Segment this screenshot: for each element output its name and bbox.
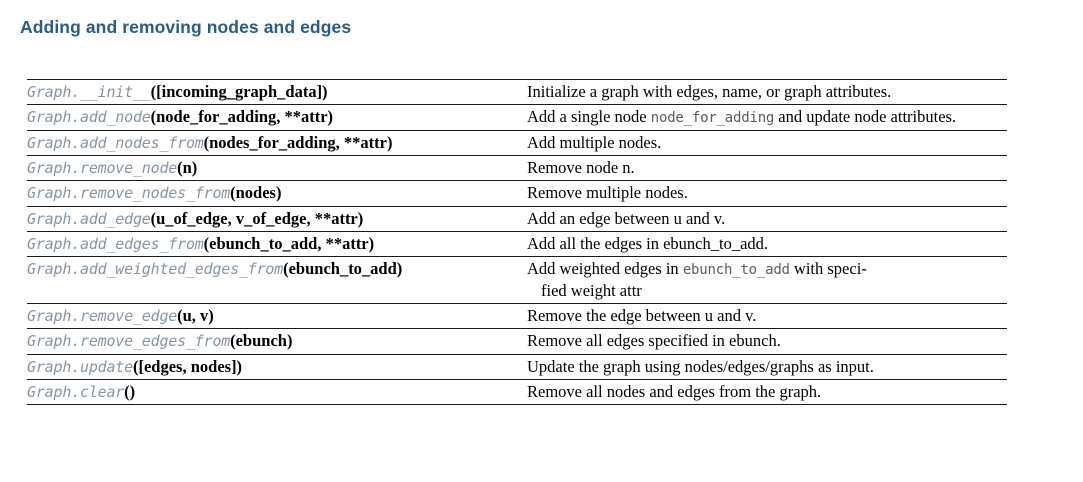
method-signature-cell[interactable]: Graph.add_weighted_edges_from(ebunch_to_… bbox=[27, 256, 527, 304]
method-description-cell: Add multiple nodes. bbox=[527, 129, 1007, 156]
table-row: Graph.add_node(node_for_adding, **attr)A… bbox=[27, 104, 1007, 131]
description-text-line2: fied weight attr bbox=[541, 280, 642, 300]
description-text: Remove multiple nodes. bbox=[527, 183, 688, 203]
description-text: Add all the edges in ebunch_to_add. bbox=[527, 234, 769, 254]
table-row: Graph.add_edge(u_of_edge, v_of_edge, **a… bbox=[27, 205, 1007, 232]
api-method-table: Graph.__init__([incoming_graph_data])Ini… bbox=[27, 78, 1007, 406]
method-signature-cell[interactable]: Graph.__init__([incoming_graph_data]) bbox=[27, 78, 527, 105]
method-signature-cell[interactable]: Graph.remove_node(n) bbox=[27, 155, 527, 181]
method-name[interactable]: Graph.remove_node bbox=[27, 159, 178, 178]
description-text: Remove the edge between u and v. bbox=[527, 305, 757, 325]
table-row: Graph.remove_edges_from(ebunch)Remove al… bbox=[27, 328, 1007, 355]
table-row: Graph.__init__([incoming_graph_data])Ini… bbox=[27, 78, 1007, 105]
method-name[interactable]: Graph.clear bbox=[27, 383, 125, 401]
table-row: Graph.remove_nodes_from(nodes)Remove mul… bbox=[27, 180, 1007, 207]
method-name[interactable]: Graph.update bbox=[27, 357, 133, 376]
method-signature-cell[interactable]: Graph.remove_nodes_from(nodes) bbox=[27, 180, 527, 207]
description-text: Add an edge between u and v. bbox=[527, 208, 726, 228]
method-arguments: (n) bbox=[177, 158, 198, 178]
method-arguments: ([incoming_graph_data]) bbox=[150, 82, 328, 101]
method-arguments: (u, v) bbox=[177, 305, 214, 325]
description-text: Remove all nodes and edges from the grap… bbox=[527, 382, 822, 401]
method-signature-cell[interactable]: Graph.add_node(node_for_adding, **attr) bbox=[27, 104, 527, 131]
api-method-table-body: Graph.__init__([incoming_graph_data])Ini… bbox=[27, 78, 1007, 406]
method-description-cell: Add a single node node_for_adding and up… bbox=[527, 104, 1007, 131]
method-arguments: (u_of_edge, v_of_edge, **attr) bbox=[150, 208, 364, 228]
description-text: Add multiple nodes. bbox=[527, 132, 662, 152]
method-name[interactable]: Graph.add_edge bbox=[27, 209, 151, 228]
description-text: Add weighted edges in bbox=[527, 259, 683, 279]
table-row: Graph.add_weighted_edges_from(ebunch_to_… bbox=[27, 256, 1007, 304]
method-arguments: (nodes) bbox=[230, 183, 282, 203]
description-text: Initialize a graph with edges, name, or … bbox=[527, 82, 892, 101]
method-arguments: (ebunch_to_add) bbox=[283, 259, 403, 279]
method-signature-cell[interactable]: Graph.remove_edges_from(ebunch) bbox=[27, 328, 527, 355]
method-signature-cell[interactable]: Graph.remove_edge(u, v) bbox=[27, 302, 527, 329]
table-row: Graph.update([edges, nodes])Update the g… bbox=[27, 353, 1007, 380]
method-name[interactable]: Graph.remove_edges_from bbox=[27, 332, 231, 351]
method-description-cell: Remove the edge between u and v. bbox=[527, 302, 1007, 329]
method-arguments: (node_for_adding, **attr) bbox=[150, 107, 334, 127]
method-name[interactable]: Graph.remove_nodes_from bbox=[27, 184, 231, 203]
description-text: Update the graph using nodes/edges/graph… bbox=[527, 356, 874, 376]
method-description-cell: Add weighted edges in ebunch_to_add with… bbox=[527, 256, 1007, 304]
method-description-cell: Initialize a graph with edges, name, or … bbox=[527, 78, 1007, 105]
method-arguments: () bbox=[124, 382, 136, 401]
method-name[interactable]: Graph.remove_edge bbox=[27, 306, 178, 325]
method-description-cell: Add all the edges in ebunch_to_add. bbox=[527, 231, 1007, 257]
method-description-cell: Remove node n. bbox=[527, 155, 1007, 181]
method-description-cell: Update the graph using nodes/edges/graph… bbox=[527, 353, 1007, 380]
inline-code: node_for_adding bbox=[650, 110, 775, 127]
inline-code: ebunch_to_add bbox=[682, 262, 790, 279]
description-text: Remove all edges specified in ebunch. bbox=[527, 331, 781, 351]
description-text-tail: and update node attributes. bbox=[774, 107, 957, 127]
method-name[interactable]: Graph.add_nodes_from bbox=[27, 133, 204, 152]
table-row: Graph.clear()Remove all nodes and edges … bbox=[27, 378, 1007, 406]
method-description-cell: Remove all nodes and edges from the grap… bbox=[527, 378, 1007, 406]
method-name[interactable]: Graph.add_weighted_edges_from bbox=[27, 260, 284, 279]
method-description-cell: Add an edge between u and v. bbox=[527, 205, 1007, 232]
method-signature-cell[interactable]: Graph.add_edges_from(ebunch_to_add, **at… bbox=[27, 231, 527, 257]
description-text: Add a single node bbox=[527, 107, 651, 127]
method-name[interactable]: Graph.__init__ bbox=[27, 83, 151, 101]
table-row: Graph.remove_edge(u, v)Remove the edge b… bbox=[27, 302, 1007, 329]
method-signature-cell[interactable]: Graph.clear() bbox=[27, 378, 527, 406]
method-signature-cell[interactable]: Graph.add_nodes_from(nodes_for_adding, *… bbox=[27, 129, 527, 156]
method-description-cell: Remove multiple nodes. bbox=[527, 180, 1007, 207]
method-arguments: ([edges, nodes]) bbox=[132, 356, 243, 376]
table-row: Graph.add_nodes_from(nodes_for_adding, *… bbox=[27, 129, 1007, 156]
method-name[interactable]: Graph.add_edges_from bbox=[27, 235, 204, 254]
table-row: Graph.add_edges_from(ebunch_to_add, **at… bbox=[27, 231, 1007, 257]
method-arguments: (ebunch_to_add, **attr) bbox=[203, 234, 375, 254]
description-text-tail: with speci- bbox=[789, 259, 867, 279]
method-signature-cell[interactable]: Graph.update([edges, nodes]) bbox=[27, 353, 527, 380]
description-text: Remove node n. bbox=[527, 158, 635, 178]
method-description-cell: Remove all edges specified in ebunch. bbox=[527, 328, 1007, 355]
table-row: Graph.remove_node(n)Remove node n. bbox=[27, 155, 1007, 181]
page-title: Adding and removing nodes and edges bbox=[20, 16, 352, 37]
method-arguments: (nodes_for_adding, **attr) bbox=[203, 132, 393, 152]
method-name[interactable]: Graph.add_node bbox=[27, 108, 151, 127]
method-arguments: (ebunch) bbox=[230, 331, 293, 351]
method-signature-cell[interactable]: Graph.add_edge(u_of_edge, v_of_edge, **a… bbox=[27, 205, 527, 232]
